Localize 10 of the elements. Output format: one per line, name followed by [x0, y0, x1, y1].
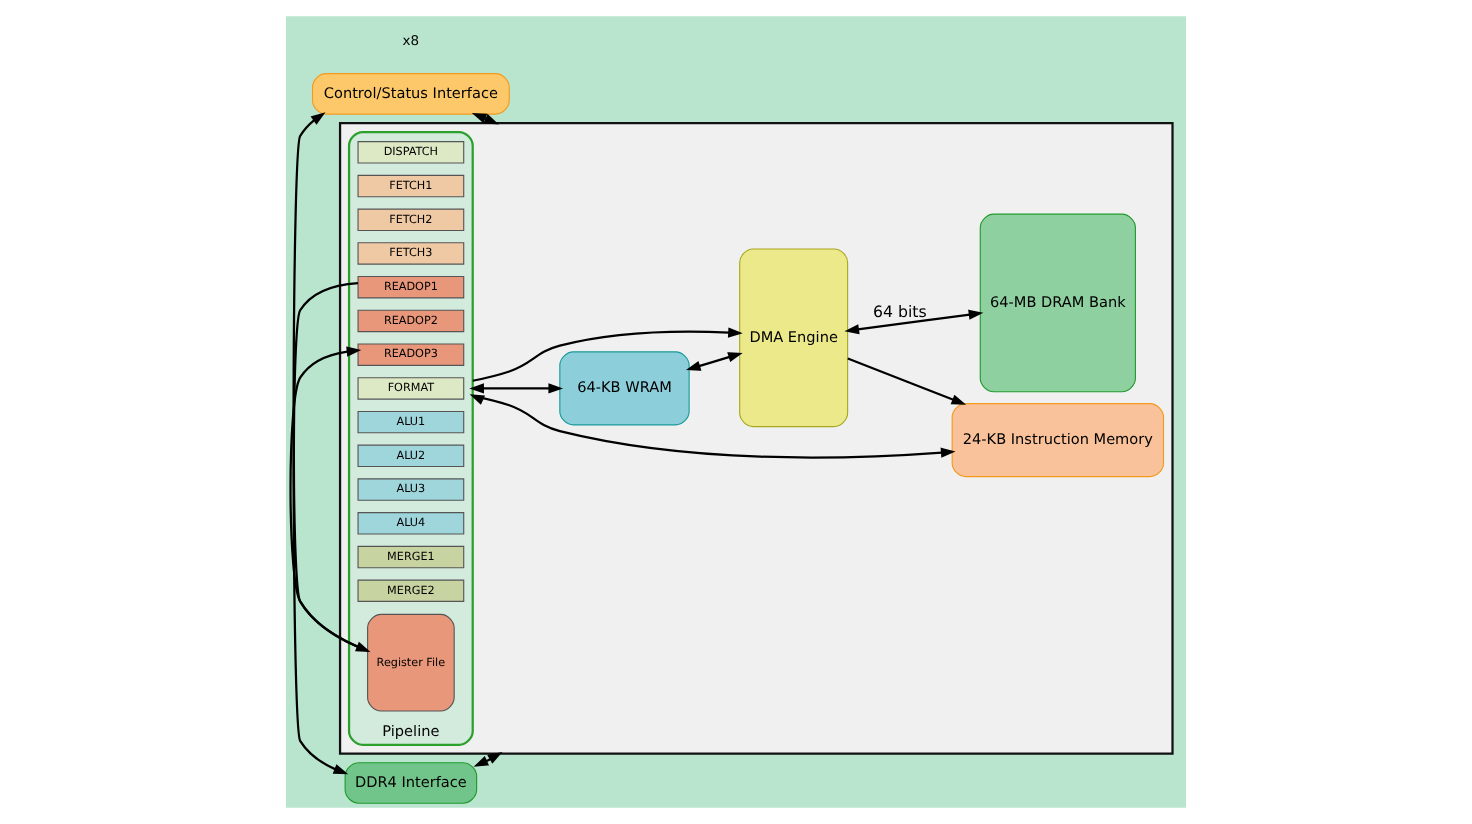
arrow: [685, 352, 743, 371]
arrow: [469, 383, 564, 394]
arrow: [292, 112, 349, 775]
arrow: [847, 357, 967, 405]
arrow: [472, 327, 743, 382]
arrow: [471, 112, 499, 125]
arrow: [469, 394, 956, 459]
arrow: [844, 309, 984, 335]
arrow: [289, 346, 368, 652]
cluster: [338, 121, 1174, 755]
